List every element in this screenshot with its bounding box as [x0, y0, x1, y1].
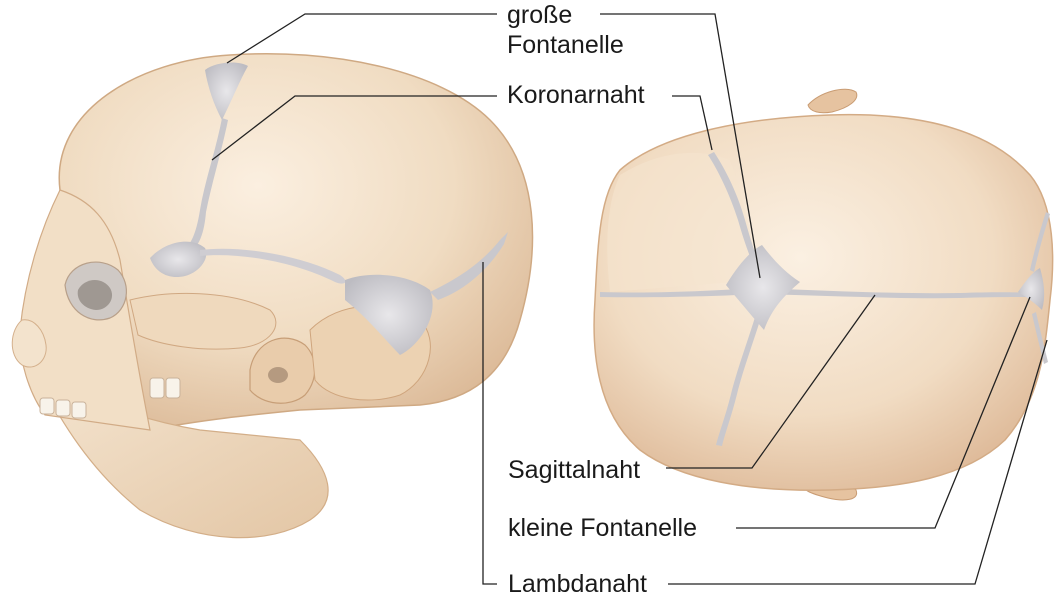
- label-kleine-fontanelle: kleine Fontanelle: [508, 513, 697, 543]
- label-grosse-fontanelle-line1: große: [507, 0, 572, 30]
- label-koronarnaht: Koronarnaht: [507, 80, 645, 110]
- label-sagittalnaht: Sagittalnaht: [508, 455, 640, 485]
- ear-top: [808, 89, 857, 113]
- label-grosse-fontanelle-line2: Fontanelle: [507, 30, 624, 60]
- ear-canal: [268, 367, 288, 383]
- side-view-skull: [12, 54, 532, 538]
- label-lambdanaht: Lambdanaht: [508, 569, 647, 599]
- top-view-skull: [594, 89, 1053, 500]
